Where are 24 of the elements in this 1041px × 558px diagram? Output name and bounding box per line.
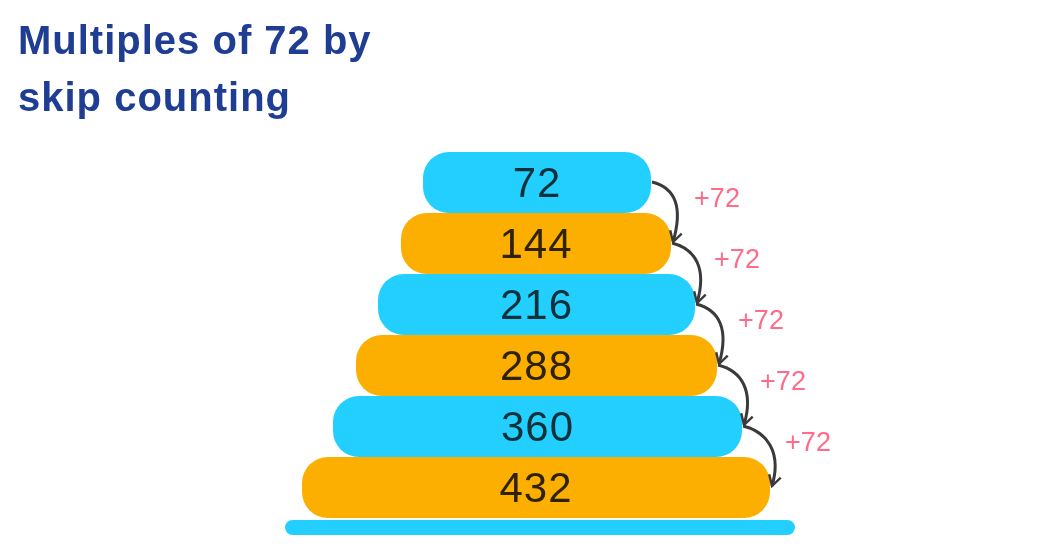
- rounded-bar: [423, 152, 651, 213]
- curved-arrow: [671, 241, 707, 305]
- number-label: 360: [500, 402, 575, 451]
- curved-arrow: [695, 302, 729, 366]
- curved-arrow: [717, 363, 754, 427]
- number-label: 288: [499, 341, 574, 390]
- curved-arrow: [651, 180, 683, 244]
- number-label: 144: [499, 219, 573, 268]
- base-bar: [285, 520, 795, 535]
- edge-label: +72: [785, 427, 831, 457]
- curved-arrow: [742, 424, 782, 488]
- rounded-bar: [302, 457, 770, 518]
- rounded-bar: [356, 335, 717, 396]
- edge-label: +72: [760, 366, 806, 396]
- rounded-bar: [401, 213, 671, 274]
- edge-label: +72: [738, 305, 784, 335]
- rounded-bar: [333, 396, 742, 457]
- title: Multiples of 72 by skip counting: [18, 17, 373, 121]
- number-label: 72: [512, 158, 562, 207]
- rounded-bar: [378, 274, 695, 335]
- edge-label: +72: [714, 244, 760, 274]
- number-label: 432: [499, 463, 573, 512]
- number-label: 216: [499, 280, 574, 329]
- edge-label: +72: [694, 183, 740, 213]
